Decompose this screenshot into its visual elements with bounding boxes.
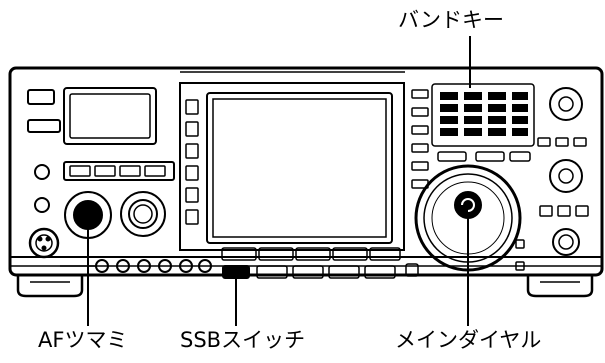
leader-lines: [87, 36, 471, 326]
callout-ssb-switch: SSBスイッチ: [180, 328, 306, 352]
right-panel: [411, 83, 589, 271]
rf-knob: [120, 191, 166, 237]
band-keys: [440, 92, 528, 136]
display: [179, 82, 405, 261]
round-buttons: [60, 259, 212, 273]
callout-main-dial: メインダイヤル: [395, 328, 542, 352]
callout-af-knob: AFツマミ: [38, 328, 128, 352]
callout-band-keys: バンドキー: [398, 8, 505, 32]
left-panel: [27, 87, 175, 259]
